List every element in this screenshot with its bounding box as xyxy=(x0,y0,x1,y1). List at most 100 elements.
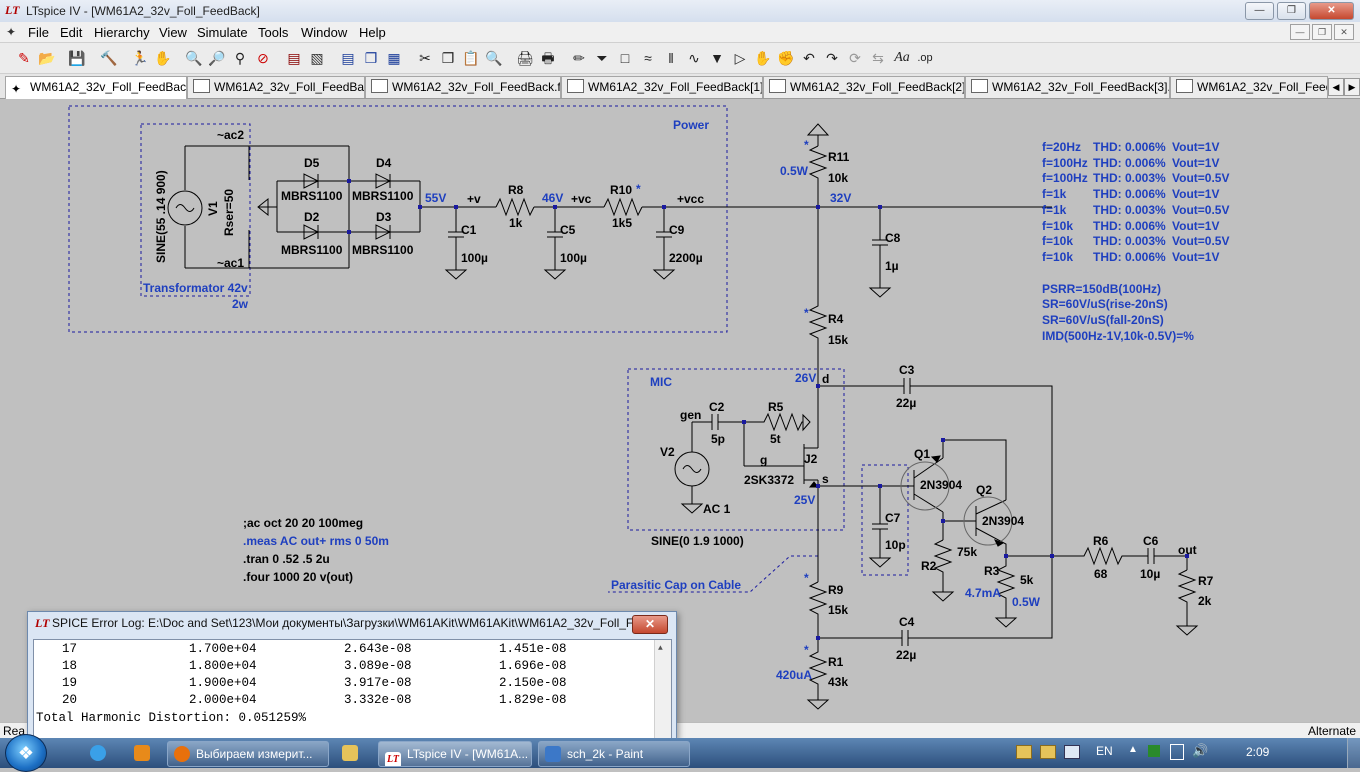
zoom-full-icon[interactable]: ⚲ xyxy=(234,50,246,66)
scroll-up-icon[interactable]: ▲ xyxy=(658,644,663,653)
restore-button[interactable]: ❐ xyxy=(1277,2,1306,20)
redo-icon[interactable]: ↷ xyxy=(826,50,838,66)
mdi-close-button[interactable]: ✕ xyxy=(1334,24,1354,40)
clock[interactable]: 2:09 xyxy=(1246,745,1270,759)
run-icon[interactable]: 🏃 xyxy=(131,50,149,66)
close-button[interactable]: ✕ xyxy=(1309,2,1354,20)
diode-icon[interactable]: ▼ xyxy=(710,50,724,66)
menu-app-icon[interactable]: ✦ xyxy=(6,25,17,39)
schematic-canvas[interactable]: Power ~ac2 ~ac1 SINE(55 .14 900) V1 Rser… xyxy=(0,98,1360,722)
copy-icon[interactable]: ❐ xyxy=(441,50,455,66)
zoom-cancel-icon[interactable]: ⊘ xyxy=(257,50,269,66)
language-indicator[interactable]: EN xyxy=(1096,744,1113,758)
wire-icon[interactable]: ✏ xyxy=(573,50,585,66)
c4-label: C4 xyxy=(899,615,915,629)
directive-meas[interactable]: .meas AC out+ rms 0 50m xyxy=(243,534,389,548)
cut-icon[interactable]: ✂ xyxy=(419,50,431,66)
app-tray-icon[interactable] xyxy=(1148,745,1160,757)
zoom-out-icon[interactable]: 🔎 xyxy=(208,50,226,66)
menu-file[interactable]: File xyxy=(28,25,49,40)
close-all-icon[interactable]: ▦ xyxy=(387,50,401,66)
mdi-restore-button[interactable]: ❐ xyxy=(1312,24,1332,40)
tab-scroll-right-button[interactable]: ▶ xyxy=(1344,78,1360,96)
tile-vertical-icon[interactable]: ▤ xyxy=(341,50,355,66)
explorer-taskbar-icon[interactable] xyxy=(336,741,364,765)
save-icon[interactable]: 💾 xyxy=(68,50,86,66)
menu-hierarchy[interactable]: Hierarchy xyxy=(94,25,150,40)
menu-help[interactable]: Help xyxy=(359,25,386,40)
tab-fft[interactable]: WM61A2_32v_Foll_FeedBack.fft xyxy=(365,76,561,98)
tab-schematic[interactable]: ✦WM61A2_32v_Foll_FeedBack xyxy=(5,76,187,99)
menu-window[interactable]: Window xyxy=(301,25,348,40)
move-icon[interactable]: ✋ xyxy=(754,50,772,66)
ltspice-logo-icon: LT xyxy=(5,3,20,17)
tab-waveform[interactable]: WM61A2_32v_Foll_FeedBack xyxy=(187,76,365,98)
dialog-close-button[interactable]: ✕ xyxy=(632,615,668,634)
log-scrollbar[interactable]: ▲ xyxy=(654,640,671,740)
monitor-tray-icon[interactable] xyxy=(1064,745,1080,759)
media-player-taskbar-icon[interactable] xyxy=(128,741,156,765)
directive-ac[interactable]: ;ac oct 20 20 100meg xyxy=(243,516,364,530)
volume-icon[interactable]: 🔊 xyxy=(1192,743,1209,758)
open-icon[interactable]: 📂 xyxy=(38,50,56,66)
menu-simulate[interactable]: Simulate xyxy=(197,25,248,40)
tab-fft-1[interactable]: WM61A2_32v_Foll_FeedBack[1].fft xyxy=(561,76,763,98)
folder-tray-icon[interactable] xyxy=(1040,745,1056,759)
tab-truncated[interactable]: WM61A2_32v_Foll_FeedB xyxy=(1170,76,1328,98)
tab-fft-3[interactable]: WM61A2_32v_Foll_FeedBack[3].fft xyxy=(965,76,1170,98)
cascade-icon[interactable]: ❐ xyxy=(364,50,378,66)
menu-edit[interactable]: Edit xyxy=(60,25,83,40)
directive-four[interactable]: .four 1000 20 v(out) xyxy=(243,570,354,584)
print-icon[interactable]: 🖨 xyxy=(516,50,534,66)
paste-icon[interactable]: 📋 xyxy=(462,50,480,66)
node-32v: 32V xyxy=(830,191,852,205)
label-icon[interactable]: □ xyxy=(620,50,630,66)
undo-icon[interactable]: ↶ xyxy=(803,50,815,66)
start-button[interactable]: ❖ xyxy=(5,734,47,772)
taskbar-item-paint[interactable]: sch_2k - Paint xyxy=(538,741,690,767)
spice-error-log-dialog[interactable]: LT SPICE Error Log: E:\Doc and Set\123\М… xyxy=(27,611,677,741)
show-hidden-icons-icon[interactable]: ▲ xyxy=(1128,744,1138,755)
net-label-d: d xyxy=(822,372,830,386)
minimize-button[interactable]: — xyxy=(1245,2,1274,20)
zoom-in-icon[interactable]: 🔍 xyxy=(185,50,203,66)
resistor-icon[interactable]: ≈ xyxy=(644,50,652,66)
find-icon[interactable]: 🔍 xyxy=(485,50,503,66)
tab-scroll-left-button[interactable]: ◀ xyxy=(1328,78,1344,96)
menu-tools[interactable]: Tools xyxy=(258,25,289,40)
mirror-icon[interactable]: ⇆ xyxy=(872,50,884,66)
d3-label: D3 xyxy=(376,210,392,224)
directive-tran[interactable]: .tran 0 .52 .5 2u xyxy=(243,552,330,566)
r1-value: 43k xyxy=(828,675,849,689)
rotate-icon[interactable]: ⟳ xyxy=(849,50,861,66)
c7-value: 10p xyxy=(885,538,906,552)
autorange-icon[interactable]: ▤ xyxy=(287,50,301,66)
control-panel-icon[interactable]: 🔨 xyxy=(100,50,118,66)
text-icon[interactable]: Aa xyxy=(894,50,910,65)
c4-value: 22µ xyxy=(896,648,917,662)
taskbar-item-browser[interactable]: Выбираем измерит... xyxy=(167,741,329,767)
folder-tray-icon[interactable] xyxy=(1016,745,1032,759)
c2-label: C2 xyxy=(709,400,725,414)
spice-directive-icon[interactable]: .op xyxy=(917,52,933,64)
network-icon[interactable] xyxy=(1170,744,1184,760)
tab-fft-2[interactable]: WM61A2_32v_Foll_FeedBack[2].fft xyxy=(763,76,965,98)
component-icon[interactable]: ▷ xyxy=(734,50,746,66)
node-25v: 25V xyxy=(794,493,816,507)
show-desktop-button[interactable] xyxy=(1347,738,1360,768)
halt-icon[interactable]: ✋ xyxy=(154,50,172,66)
menu-view[interactable]: View xyxy=(159,25,187,40)
draft-icon[interactable]: ✎ xyxy=(18,50,30,66)
capacitor-icon[interactable]: ‖ xyxy=(668,50,674,66)
drag-icon[interactable]: ✊ xyxy=(777,50,795,66)
mdi-minimize-button[interactable]: — xyxy=(1290,24,1310,40)
print-preview-icon[interactable]: 🖶 xyxy=(541,50,555,66)
ground-icon[interactable]: ⏷ xyxy=(596,50,608,66)
inductor-icon[interactable]: ∿ xyxy=(688,50,700,66)
tile-horizontal-icon[interactable]: ▧ xyxy=(310,50,324,66)
ie-taskbar-icon[interactable] xyxy=(84,741,112,765)
